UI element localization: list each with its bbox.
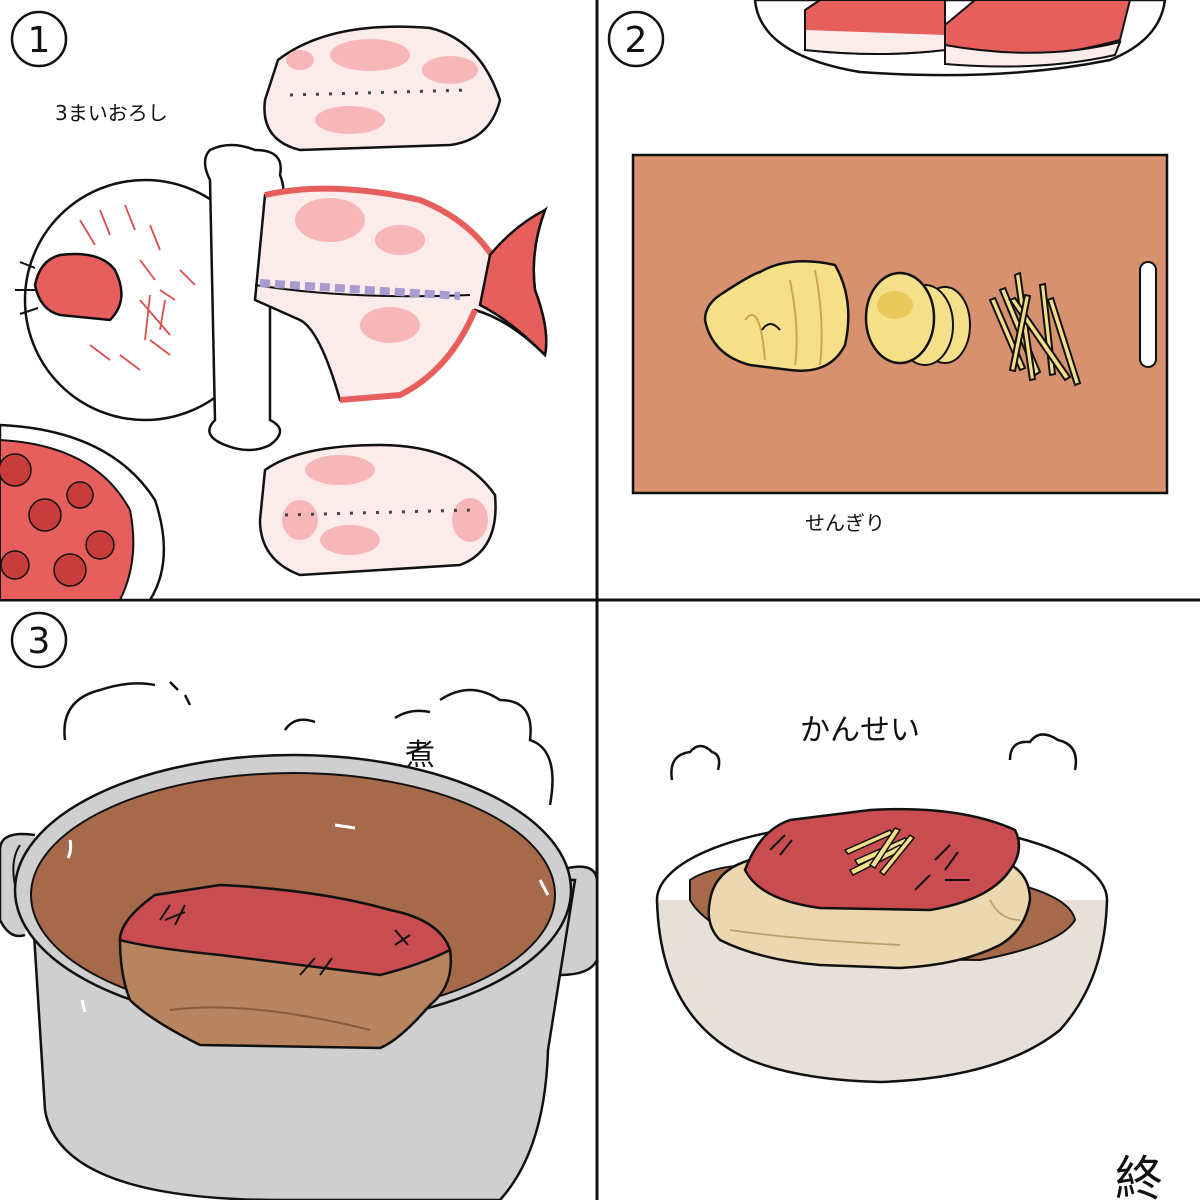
fish-plate bbox=[753, 0, 1167, 77]
bottom-fillet bbox=[258, 443, 497, 577]
board-handle-slot bbox=[1139, 261, 1157, 368]
panel-4: かんせい 終 bbox=[655, 713, 1163, 1200]
fish-plated bbox=[707, 807, 1032, 970]
panel-1-caption: 3まいおろし bbox=[55, 101, 168, 125]
panel-2-number: 2 bbox=[625, 20, 648, 61]
panel-3-number-circle bbox=[10, 611, 68, 669]
steam-lines-right bbox=[670, 733, 1078, 781]
ginger-whole bbox=[703, 260, 850, 372]
panel-1-number-circle bbox=[10, 10, 68, 68]
ginger-slices bbox=[864, 271, 971, 366]
central-fillet bbox=[253, 185, 548, 403]
end-mark: 終 bbox=[1115, 1151, 1163, 1200]
panel-2: 2 bbox=[607, 0, 1169, 535]
panel-2-number-circle bbox=[607, 10, 665, 68]
panel-4-caption: かんせい bbox=[800, 713, 920, 748]
panel-3-number: 3 bbox=[28, 621, 51, 662]
fish-simmering bbox=[118, 883, 452, 1050]
panel-3: 3 煮 bbox=[0, 611, 599, 1200]
panel-1: 1 3まいおろし bbox=[0, 10, 548, 602]
steam-lines bbox=[63, 681, 554, 806]
ginger-garnish bbox=[843, 827, 916, 877]
roe-plate bbox=[0, 423, 166, 602]
top-fillet bbox=[263, 25, 502, 152]
panel-2-caption: せんぎり bbox=[805, 511, 885, 535]
ginger-julienne bbox=[988, 271, 1082, 387]
panel-1-number: 1 bbox=[28, 20, 51, 61]
fish-head bbox=[15, 143, 285, 452]
